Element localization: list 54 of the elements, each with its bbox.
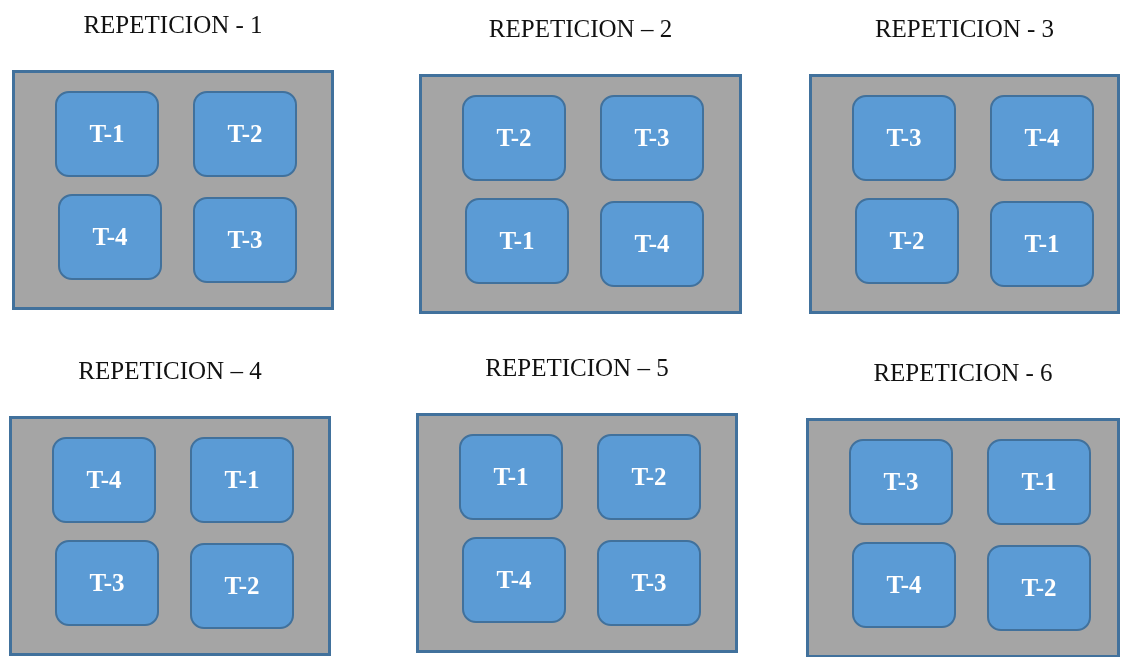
- treatment-box: [600, 201, 704, 287]
- treatment-box: [987, 439, 1091, 525]
- treatment-label: T-3: [227, 226, 263, 254]
- treatment-label: T-1: [493, 463, 529, 491]
- treatment-label: T-1: [1021, 468, 1057, 496]
- treatment-box: [193, 197, 297, 283]
- treatment-label: T-3: [883, 468, 919, 496]
- treatment-label: T-2: [227, 120, 263, 148]
- treatment-label: T-4: [886, 571, 922, 599]
- treatment-box: [600, 95, 704, 181]
- treatment-label: T-2: [631, 463, 667, 491]
- panel-heading: REPETICION – 5: [484, 354, 670, 382]
- treatment-label: T-2: [889, 227, 925, 255]
- treatment-box: [193, 91, 297, 177]
- treatment-box: [55, 540, 159, 626]
- treatment-label: T-4: [496, 566, 532, 594]
- treatment-box: [462, 95, 566, 181]
- treatment-box: [855, 198, 959, 284]
- panel-heading: REPETICION - 3: [873, 15, 1056, 43]
- treatment-box: [849, 439, 953, 525]
- treatment-box: [190, 437, 294, 523]
- treatment-box: [459, 434, 563, 520]
- treatment-box: [990, 201, 1094, 287]
- treatment-box: [465, 198, 569, 284]
- treatment-box: [597, 540, 701, 626]
- treatment-label: T-4: [86, 466, 122, 494]
- treatment-label: T-4: [634, 230, 670, 258]
- treatment-box: [462, 537, 566, 623]
- treatment-label: T-2: [224, 572, 260, 600]
- treatment-box: [597, 434, 701, 520]
- treatment-box: [55, 91, 159, 177]
- treatment-label: T-1: [499, 227, 535, 255]
- treatment-label: T-1: [89, 120, 125, 148]
- panel-heading: REPETICION - 6: [872, 359, 1054, 387]
- treatment-label: T-1: [1024, 230, 1060, 258]
- panel-heading: REPETICION - 1: [82, 11, 264, 39]
- treatment-box: [52, 437, 156, 523]
- treatment-label: T-2: [496, 124, 532, 152]
- treatment-label: T-2: [1021, 574, 1057, 602]
- treatment-label: T-3: [634, 124, 670, 152]
- treatment-label: T-1: [224, 466, 260, 494]
- panel-heading: REPETICION – 4: [77, 357, 263, 385]
- treatment-box: [987, 545, 1091, 631]
- treatment-label: T-4: [92, 223, 128, 251]
- treatment-box: [190, 543, 294, 629]
- treatment-label: T-4: [1024, 124, 1060, 152]
- panel-heading: REPETICION – 2: [487, 15, 674, 43]
- treatment-box: [852, 95, 956, 181]
- treatment-box: [58, 194, 162, 280]
- treatment-box: [852, 542, 956, 628]
- treatment-label: T-3: [631, 569, 667, 597]
- treatment-label: T-3: [886, 124, 922, 152]
- treatment-box: [990, 95, 1094, 181]
- treatment-label: T-3: [89, 569, 125, 597]
